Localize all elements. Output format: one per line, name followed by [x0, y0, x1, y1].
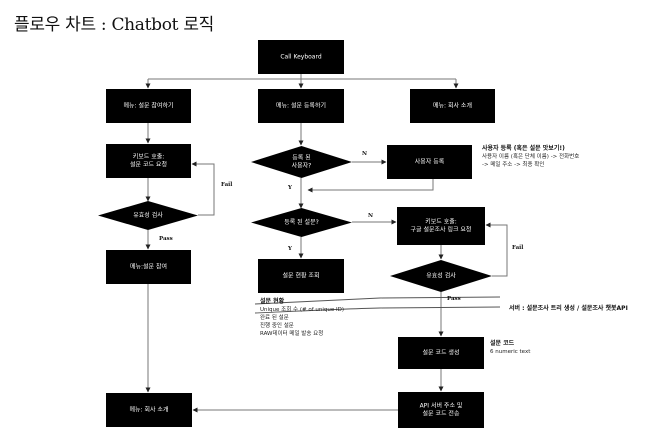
edge-validity-fail-loop: [191, 161, 215, 216]
node-label: 등록 된 설문?: [284, 218, 319, 226]
label-y-survey: Y: [287, 246, 292, 252]
node-label: 설문 코드 전송: [423, 410, 460, 418]
node-label: 메뉴:설문 참여: [130, 263, 167, 271]
node-label: 메뉴: 회사 소개: [130, 406, 169, 414]
node-api-send: API 서버 주소 및설문 코드 전송: [398, 392, 484, 428]
label-pass-right: Pass: [447, 296, 461, 302]
decision-diamond: [251, 146, 352, 178]
note-server: 서버 : 설문조사 트리 생성 / 설문조사 챗봇API: [509, 304, 628, 312]
node-label: 키보드 호출:: [133, 153, 165, 161]
process-box: [258, 259, 344, 293]
svg-text:사용자 등록 (혹은 설문 맛보기!): 사용자 등록 (혹은 설문 맛보기!): [482, 144, 565, 152]
svg-text:6 numeric text: 6 numeric text: [490, 349, 531, 355]
node-label: 구글 설문조사 링크 요청: [411, 226, 472, 234]
node-menu-participate: 메뉴: 설문 참여하기: [106, 89, 191, 123]
node-user-registration: 사용자 등록: [387, 145, 472, 179]
decision-diamond: [390, 260, 492, 292]
note-user-registration: 사용자 등록 (혹은 설문 맛보기!) 사용자 이름 (혹은 단체 이름) ->…: [482, 144, 579, 168]
node-survey-status-view: 설문 현황 조회: [258, 259, 344, 293]
note-survey-status: 설문 현황 Unique 조회 수 (# of unique ID) 완료 된 …: [260, 297, 344, 337]
decision-diamond: [251, 208, 352, 237]
svg-text:Unique 조회 수 (# of unique ID): Unique 조회 수 (# of unique ID): [260, 305, 344, 313]
process-box: [106, 89, 191, 123]
process-box: [387, 145, 472, 179]
node-menu-survey-participate: 메뉴:설문 참여: [106, 250, 191, 284]
node-menu-register: 메뉴: 설문 등록하기: [258, 89, 344, 123]
node-call-keyboard: Call Keyboard: [258, 40, 344, 74]
node-label: 메뉴: 설문 참여하기: [124, 102, 174, 110]
label-pass-left: Pass: [159, 236, 173, 242]
process-box: [258, 89, 344, 123]
label-fail-right: Fail: [512, 245, 523, 251]
label-n-user: N: [362, 151, 367, 157]
node-label: 메뉴: 회사 소개: [433, 102, 472, 110]
edge-validity-right-fail: [485, 222, 508, 277]
edges: [145, 74, 508, 413]
node-label: Call Keyboard: [280, 54, 322, 61]
label-fail-left: Fail: [221, 182, 232, 188]
node-label: 사용자?: [292, 162, 312, 170]
node-label: 사용자 등록: [415, 158, 445, 166]
node-validity-check-right: 유효성 검사: [390, 260, 492, 292]
process-box: [398, 392, 484, 428]
svg-text:설문 현황: 설문 현황: [260, 297, 285, 305]
node-keyboard-link-request: 키보드 호출:구글 설문조사 링크 요청: [397, 207, 485, 245]
node-keyboard-code-request: 키보드 호출:설문 코드 요청: [106, 144, 191, 178]
note-survey-code: 설문 코드 6 numeric text: [490, 339, 531, 355]
svg-text:RAW데이터 메일 발송 요청: RAW데이터 메일 발송 요청: [260, 329, 323, 337]
node-label: 설문 현황 조회: [283, 272, 320, 280]
node-label: 키보드 호출:: [425, 218, 457, 226]
process-box: [398, 337, 484, 369]
svg-text:진행 중인 설문: 진행 중인 설문: [260, 321, 294, 329]
node-menu-company-bottom: 메뉴: 회사 소개: [106, 393, 192, 427]
page-title: 플로우 차트 : Chatbot 로직: [14, 15, 214, 35]
decision-diamond: [98, 201, 198, 230]
label-y-user: Y: [287, 185, 292, 191]
node-label: 설문 코드 생성: [423, 349, 460, 357]
process-box: [106, 144, 191, 178]
process-box: [106, 250, 191, 284]
node-validity-check-left: 유효성 검사: [98, 201, 198, 230]
node-label: 유효성 검사: [133, 211, 163, 219]
svg-text:완료 된 설문: 완료 된 설문: [260, 313, 289, 321]
node-label: 메뉴: 설문 등록하기: [276, 102, 326, 110]
svg-text:사용자 이름 (혹은 단체 이름) -> 전화번호: 사용자 이름 (혹은 단체 이름) -> 전화번호: [482, 152, 579, 160]
server-boundary-top: [254, 296, 501, 305]
svg-text:설문 코드: 설문 코드: [490, 339, 515, 347]
node-menu-company-top: 메뉴: 회사 소개: [410, 89, 495, 123]
node-label: API 서버 주소 및: [420, 402, 463, 410]
node-label: 설문 코드 요청: [130, 161, 167, 169]
edge-registration-return: [307, 179, 434, 193]
node-survey-code-generate: 설문 코드 생성: [398, 337, 484, 369]
process-box: [410, 89, 495, 123]
process-box: [397, 207, 485, 245]
node-registered-survey: 등록 된 설문?: [251, 208, 352, 237]
svg-text:-> 메일 주소 -> 최종 확인: -> 메일 주소 -> 최종 확인: [482, 160, 544, 168]
process-box: [106, 393, 192, 427]
node-label: 등록 된: [292, 155, 310, 162]
server-boundary-bottom: [254, 306, 501, 314]
node-label: 유효성 검사: [426, 272, 456, 280]
process-box: [258, 40, 344, 74]
label-n-survey: N: [368, 213, 373, 219]
